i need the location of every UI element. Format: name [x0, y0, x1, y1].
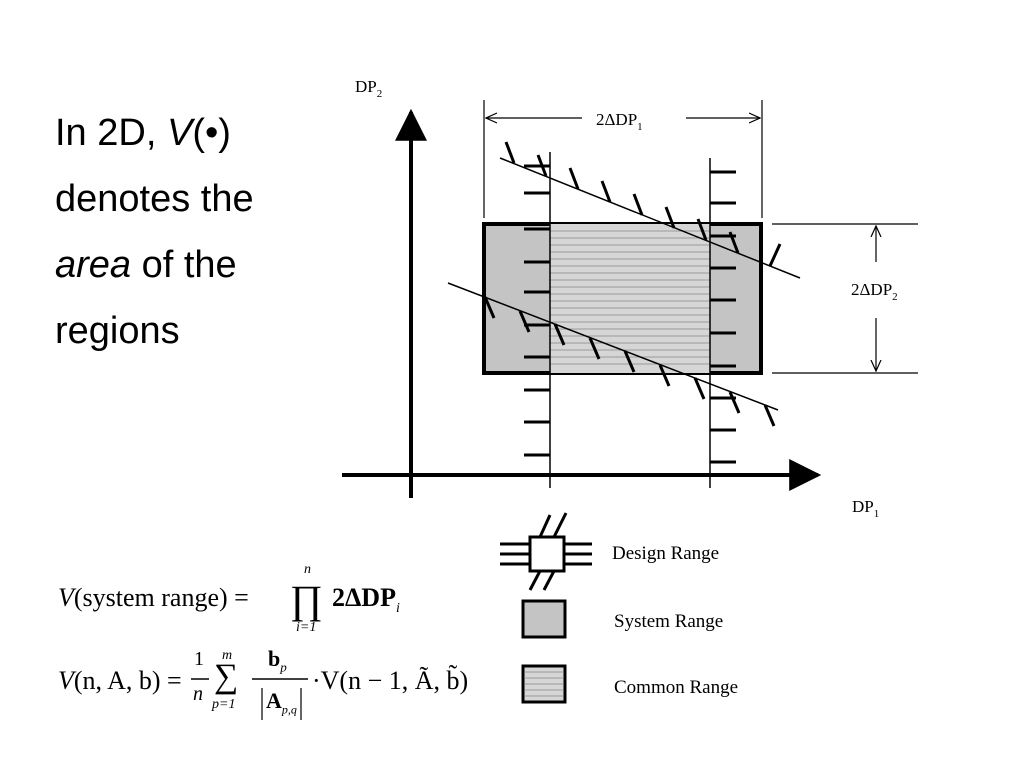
formula-recursive-area: V(n, A, b) = — [58, 666, 182, 696]
design-range-upper-slant — [499, 141, 801, 279]
formula1-lower: i=1 — [296, 620, 316, 636]
text-of-the: of the — [131, 244, 237, 286]
formula1-product-sign: ∏ — [290, 577, 323, 622]
formula1-rhs-text: 2ΔDP — [332, 583, 396, 612]
text-v-var: V — [166, 112, 193, 154]
formula2-sum-upper: m — [222, 648, 232, 664]
dim-vertical-label: 2ΔDP2 — [851, 280, 898, 303]
dimension-vertical — [772, 223, 918, 374]
formula2-frac-den-n: n — [193, 683, 203, 705]
slide-text: In 2D, V(•) denotes the area of the regi… — [55, 100, 325, 364]
design-range-lower-slant — [447, 282, 779, 427]
formula2-arg: (n, A, b) = — [73, 666, 182, 695]
legend-common-range: Common Range — [614, 677, 739, 698]
formula2-v: V — [58, 666, 74, 695]
formula1-upper-n: n — [304, 562, 311, 577]
formula1-rhs: 2ΔDPi — [332, 583, 400, 617]
formula1-rhs-sub: i — [395, 601, 400, 617]
text-line-2: denotes the — [55, 178, 254, 220]
axes — [342, 108, 822, 498]
common-range-legend-icon — [521, 664, 567, 704]
formula2-den-sub: p,q — [281, 702, 297, 717]
formula2-num-sub: p — [280, 659, 287, 675]
dim-horizontal-label: 2ΔDP1 — [596, 110, 643, 133]
formula2-upper-m: m — [222, 648, 233, 663]
design-range-legend-icon — [500, 512, 592, 591]
text-in-2d: In 2D, — [55, 112, 167, 154]
formula2-frac-num: 1 — [194, 648, 204, 670]
formula2-rhs: ·V(n − 1, Ã, b̃) — [312, 666, 469, 695]
formula2-den-a: A — [266, 688, 282, 713]
legend-design-range: Design Range — [612, 543, 720, 564]
text-area-word: area — [55, 244, 132, 286]
design-range-right-bound — [709, 158, 736, 488]
x-axis-label: DP1 — [852, 497, 879, 520]
text-line-1: In 2D, V(•) — [55, 100, 325, 166]
formula2-sum-sign: ∑ — [214, 658, 239, 695]
dimension-horizontal — [483, 100, 763, 218]
formula2-sum-lower: p=1 — [212, 697, 235, 713]
y-axis-label: DP2 — [355, 77, 382, 100]
formula2-den: Ap,q — [266, 688, 297, 717]
formula1-arg: (system range) = — [73, 583, 249, 612]
legend-system-range: System Range — [614, 611, 724, 632]
formula1-lower-text: i=1 — [296, 620, 317, 635]
formula2-num-b: b — [268, 646, 281, 671]
design-range-left-bound — [524, 152, 551, 488]
formula1-v: V — [58, 583, 74, 612]
common-range-region — [550, 224, 710, 373]
formula2-frac-den: n — [193, 683, 203, 706]
text-line-4: regions — [55, 310, 180, 352]
system-range-legend-icon — [521, 599, 567, 639]
formula-system-range: V(system range) = — [58, 583, 249, 613]
formula2-lower-text: p=1 — [212, 697, 236, 712]
text-line-3: area of the — [55, 232, 325, 298]
text-v-arg: (•) — [192, 112, 231, 154]
formula2-num: bp — [268, 646, 287, 675]
formula1-upper: n — [304, 562, 311, 578]
